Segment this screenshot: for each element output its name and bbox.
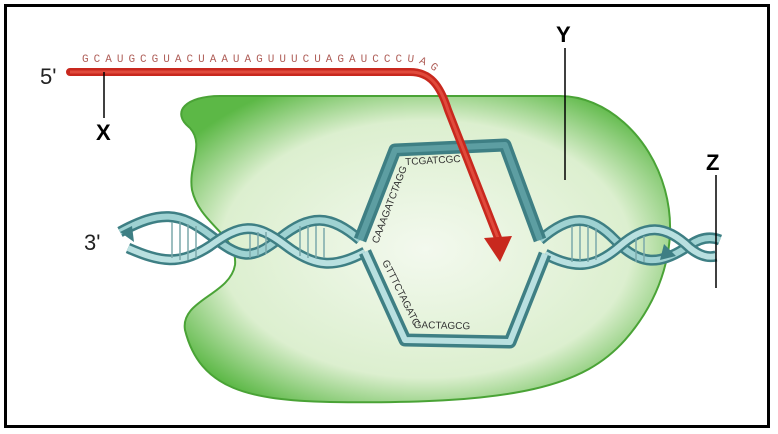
label-five-prime: 5' (40, 64, 56, 89)
label-z: Z (706, 150, 719, 175)
label-three-prime: 3' (84, 230, 100, 255)
label-x: X (96, 120, 111, 145)
label-y: Y (556, 22, 571, 47)
